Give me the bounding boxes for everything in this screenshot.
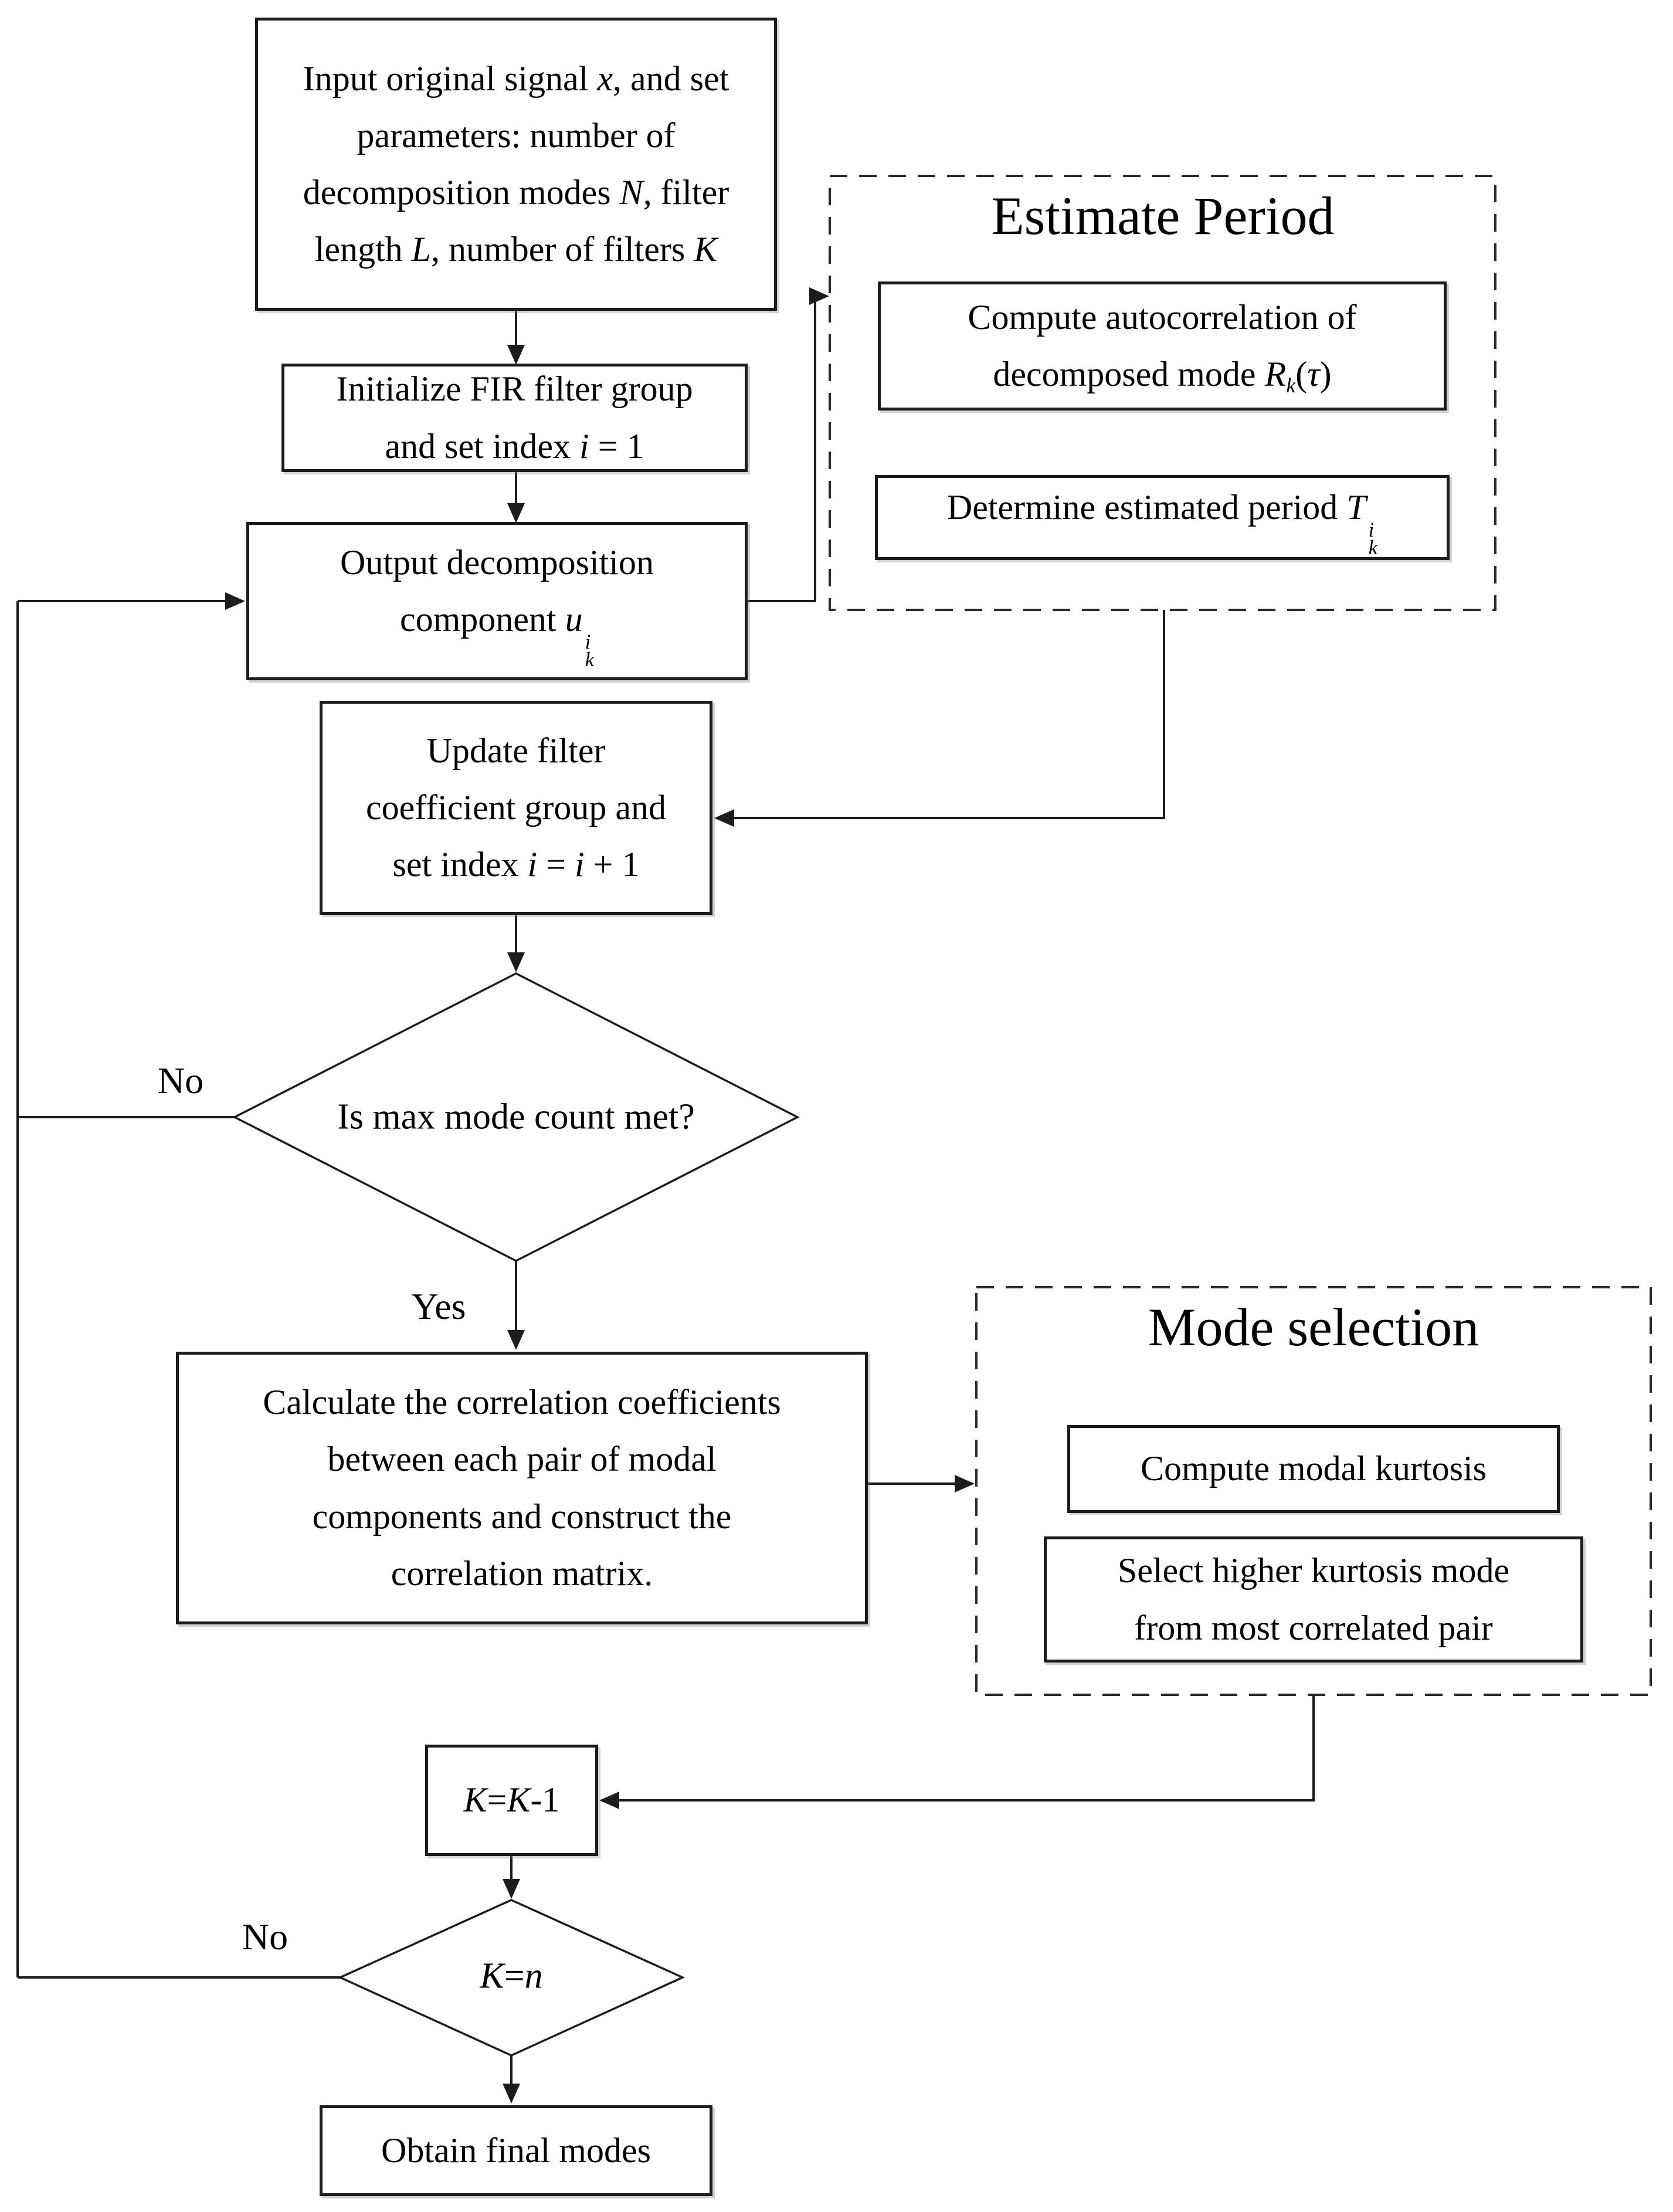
estimate-period-group-title: Estimate Period bbox=[991, 186, 1335, 246]
label-no-k-equals-n: No bbox=[242, 1916, 289, 1957]
arrowheads bbox=[225, 287, 975, 2104]
label-no-max-mode: No bbox=[157, 1060, 204, 1101]
label-yes-max-mode: Yes bbox=[411, 1285, 466, 1327]
decision-k-equals-n-text: K=n bbox=[480, 1956, 543, 1996]
arrowhead-feedback-into-output bbox=[225, 592, 245, 610]
arrowhead-input-to-init bbox=[507, 345, 525, 365]
mode-selection-group-title: Mode selection bbox=[1148, 1297, 1479, 1357]
mode-selection-group-border bbox=[975, 1286, 1652, 1696]
arrowhead-into-decision-kn bbox=[503, 1879, 520, 1899]
arrowhead-into-estimate-group bbox=[809, 287, 829, 305]
decision-diamonds bbox=[232, 972, 800, 2057]
arrowhead-into-mode-group bbox=[955, 1475, 975, 1492]
node-compute-modal-kurtosis: Compute modal kurtosis bbox=[1067, 1425, 1560, 1513]
arrowhead-init-to-output bbox=[507, 503, 525, 523]
arrowhead-yes-into-calc bbox=[507, 1330, 525, 1350]
line-estimate-group-to-update bbox=[719, 610, 1165, 819]
decision-diamond-k-equals-n bbox=[337, 1899, 686, 2057]
arrowhead-into-update bbox=[714, 809, 734, 827]
node-k-decrement: K=K-1 bbox=[425, 1745, 598, 1856]
arrowhead-into-decrement bbox=[599, 1792, 619, 1809]
line-mode-group-to-decrement bbox=[604, 1695, 1315, 1802]
group-borders bbox=[829, 175, 1652, 1696]
arrowhead-into-final bbox=[503, 2084, 520, 2104]
arrowhead-into-decision-max bbox=[507, 952, 525, 972]
line-output-to-estimate-group bbox=[748, 295, 823, 602]
decision-max-mode-text: Is max mode count met? bbox=[337, 1097, 695, 1137]
node-obtain-final-modes: Obtain final modes bbox=[320, 2105, 712, 2196]
decision-diamond-max-mode bbox=[232, 972, 800, 1262]
estimate-period-group-border bbox=[829, 175, 1496, 611]
